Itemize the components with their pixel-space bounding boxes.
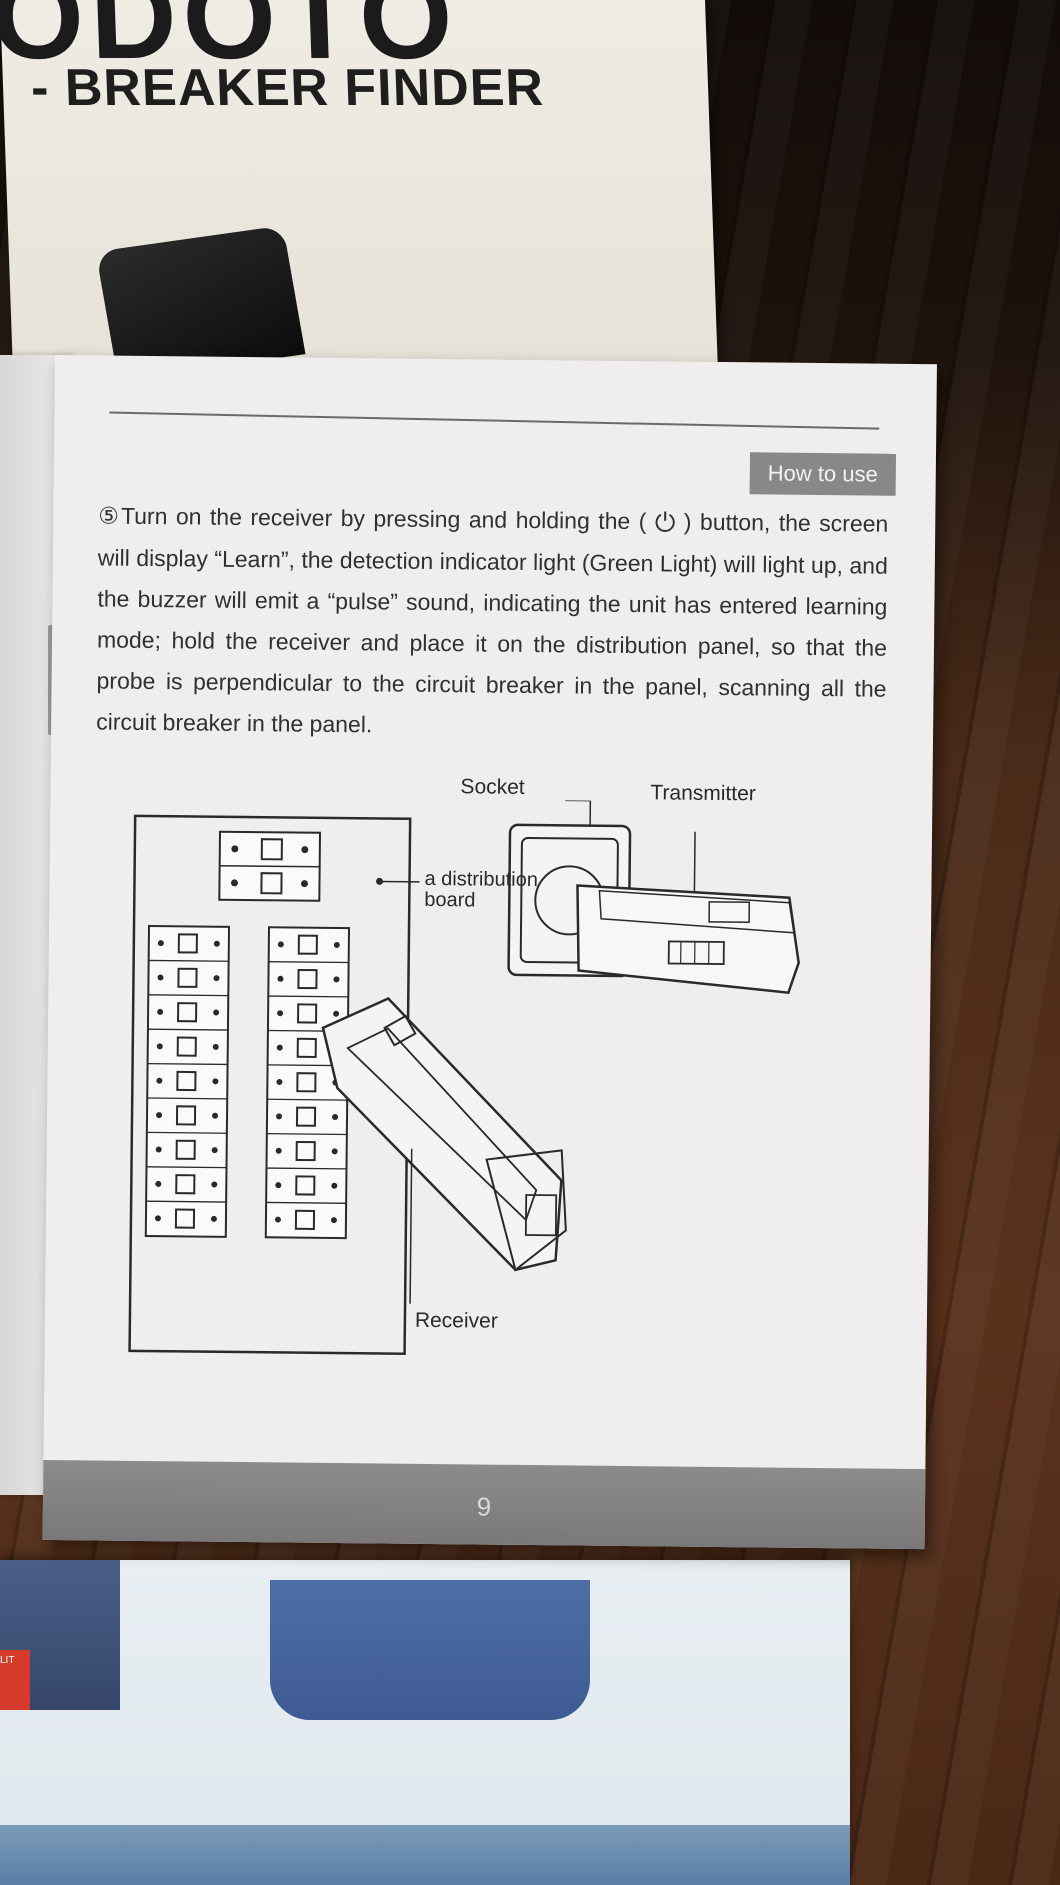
product-box-top: ODOTO - BREAKER FINDER <box>0 0 718 381</box>
breaker-switch <box>297 934 318 955</box>
label-socket: Socket <box>460 775 525 799</box>
box-subtitle: BREAKER FINDER <box>63 59 546 117</box>
breaker-switch <box>175 1139 196 1160</box>
breaker-switch <box>177 967 198 988</box>
breaker-switch <box>294 1209 316 1230</box>
instruction-part2: ) button, the screen will display “Learn… <box>96 508 889 738</box>
breaker-switch <box>176 1036 197 1057</box>
box-subtitle-text: - BREAKER FINDER <box>30 58 545 118</box>
breaker-switch <box>176 1070 197 1092</box>
box-red-label: LIT <box>0 1650 30 1710</box>
power-icon: ⏻ <box>654 507 676 538</box>
label-distribution-board: a distribution board <box>424 867 539 912</box>
box-subtitle-dash: - <box>30 59 51 117</box>
breaker-column-right <box>264 926 351 1240</box>
instruction-part1: Turn on the receiver by pressing and hol… <box>120 502 655 535</box>
step-marker: ⑤ <box>98 502 122 529</box>
breaker-switch <box>295 1140 316 1162</box>
label-transmitter: Transmitter <box>650 781 756 806</box>
booklet-page: How to use ⑤Turn on the receiver by pres… <box>42 355 937 1550</box>
breaker-switch <box>296 1037 317 1058</box>
receiver-drawing <box>321 997 567 1272</box>
instruction-text: ⑤Turn on the receiver by pressing and ho… <box>96 495 889 750</box>
box-side-label: LIT <box>0 1655 15 1666</box>
breaker-switch <box>297 1003 318 1024</box>
breaker-switch <box>295 1106 317 1127</box>
section-tag: How to use <box>749 452 897 496</box>
label-receiver: Receiver <box>414 1308 498 1333</box>
breaker-column-left <box>144 925 231 1238</box>
breaker-switch <box>296 1072 317 1093</box>
breaker-switch <box>177 933 198 954</box>
breaker-switch <box>174 1208 196 1229</box>
breaker-switch <box>295 1175 316 1196</box>
header-rule <box>109 411 880 430</box>
illustration-svg <box>128 799 800 1355</box>
box-device-base-image <box>270 1580 590 1720</box>
breaker-switch <box>297 968 318 990</box>
breaker-switch <box>175 1174 196 1195</box>
breaker-switch <box>177 1002 198 1023</box>
breaker-switch <box>175 1105 197 1126</box>
transmitter-drawing <box>576 884 800 995</box>
box-blue-edge <box>0 1825 850 1885</box>
usage-illustration: Socket Transmitter a distribution board … <box>85 775 911 1364</box>
product-box-bottom: LIT <box>0 1560 850 1885</box>
